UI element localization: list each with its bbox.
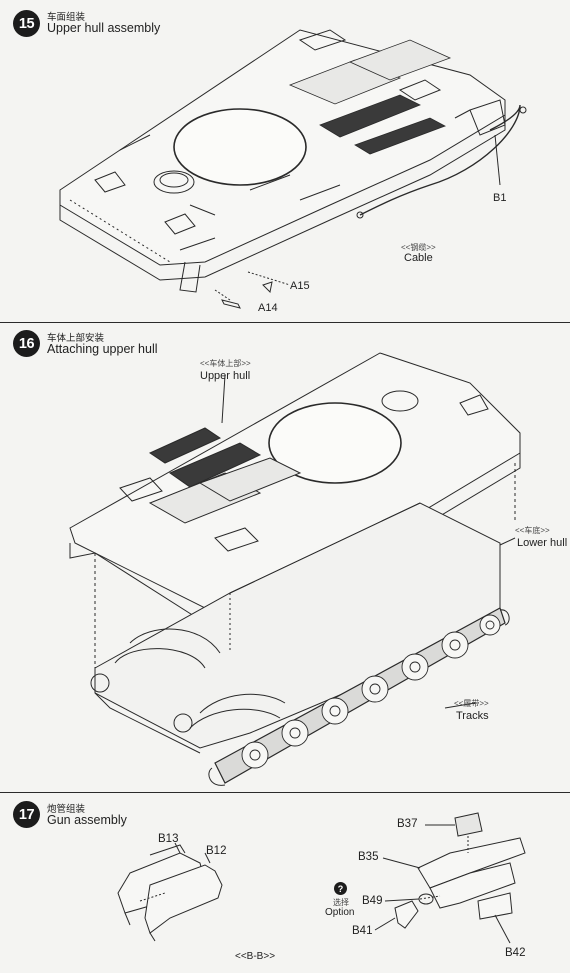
step-number-badge: 15 — [13, 10, 40, 37]
gun-assembly-drawing — [117, 812, 526, 944]
part-label-a15: A15 — [290, 280, 310, 292]
tracks-label-cn: <<履带>> — [454, 699, 489, 708]
tracks-label-en: Tracks — [456, 710, 489, 722]
part-label-b35: B35 — [358, 851, 379, 863]
part-label-b1: B1 — [493, 192, 507, 204]
option-mark-icon: ? — [334, 882, 347, 895]
upper-hull-assembly-drawing — [59, 29, 527, 309]
step-number-badge: 16 — [13, 330, 40, 357]
part-label-b49: B49 — [362, 895, 383, 907]
part-label-b37: B37 — [397, 818, 418, 830]
lower-hull-label-cn: <<车底>> — [515, 526, 550, 535]
step-title-en: Attaching upper hull — [47, 342, 158, 356]
step-title-cn: 车体上部安装 — [47, 333, 105, 344]
upper-hull-label-cn: <<车体上部>> — [200, 359, 251, 368]
step-number-badge: 17 — [13, 801, 40, 828]
part-label-a14: A14 — [258, 302, 278, 314]
part-label-b13: B13 — [158, 833, 179, 845]
cable-label-cn: <<钢缆>> — [401, 243, 436, 252]
step-title-cn: 炮管组装 — [47, 804, 86, 815]
lower-hull-label-en: Lower hull — [517, 537, 568, 549]
step-title-cn: 车面组装 — [47, 12, 86, 23]
step-title-en: Gun assembly — [47, 813, 127, 827]
attaching-upper-hull-drawing — [69, 352, 521, 786]
option-label-en: Option — [325, 907, 355, 918]
step-17-panel: 17 炮管组装 Gun assembly B — [0, 792, 570, 972]
section-label-bb: <<B-B>> — [235, 951, 276, 962]
part-label-b12: B12 — [206, 845, 227, 857]
step-16-panel: 16 车体上部安装 Attaching upper hull — [0, 322, 570, 792]
step-title-en: Upper hull assembly — [47, 21, 161, 35]
part-label-b41: B41 — [352, 925, 373, 937]
part-label-b42: B42 — [505, 947, 526, 959]
option-label-cn: 选择 — [333, 898, 349, 907]
upper-hull-label-en: Upper hull — [200, 370, 251, 382]
cable-label-en: Cable — [404, 252, 433, 264]
step-15-panel: 15 车面组装 Upper hull assembly — [0, 0, 570, 322]
